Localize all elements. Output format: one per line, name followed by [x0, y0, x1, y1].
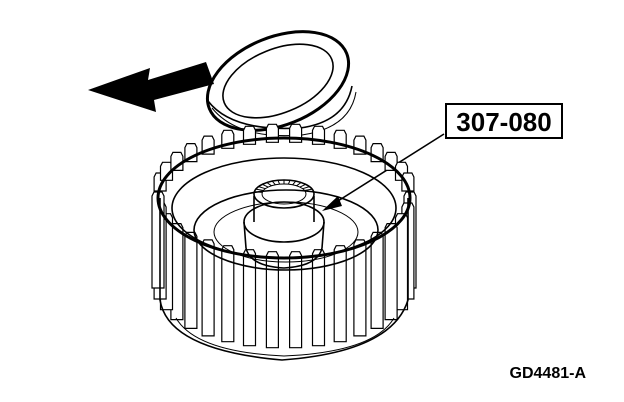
- callout-label: 307-080: [456, 107, 551, 137]
- hub-spline: [287, 180, 291, 185]
- drum-tooth: [184, 231, 198, 329]
- hub-spline: [292, 180, 297, 186]
- hub-spline: [254, 191, 263, 193]
- drum-tooth: [201, 239, 215, 337]
- hub-spline: [255, 188, 264, 191]
- drum-tooth: [311, 249, 326, 347]
- hub-spline: [299, 183, 306, 188]
- drum-tooth: [265, 251, 279, 349]
- drum-tooth: [384, 223, 398, 321]
- drum-tooth: [401, 172, 415, 192]
- hub-spline: [258, 186, 266, 190]
- drum-tooth: [242, 249, 257, 347]
- tool-callout: 307-080: [322, 103, 563, 211]
- hub-spline: [262, 183, 269, 188]
- hub-spline: [296, 182, 302, 187]
- drum-tooth: [221, 245, 235, 343]
- hub-spline: [266, 182, 272, 187]
- hub-spline: [271, 180, 276, 186]
- hub-spline: [302, 186, 310, 190]
- drum-tooth: [151, 191, 165, 289]
- hub-spline: [277, 180, 281, 185]
- figure-id: GD4481-A: [510, 365, 587, 382]
- direction-arrow-icon: [88, 62, 214, 112]
- clutch-drum-icon: [151, 123, 417, 361]
- drum-tooth: [370, 231, 384, 329]
- drum-tooth: [289, 251, 303, 349]
- hub-spline: [304, 188, 313, 191]
